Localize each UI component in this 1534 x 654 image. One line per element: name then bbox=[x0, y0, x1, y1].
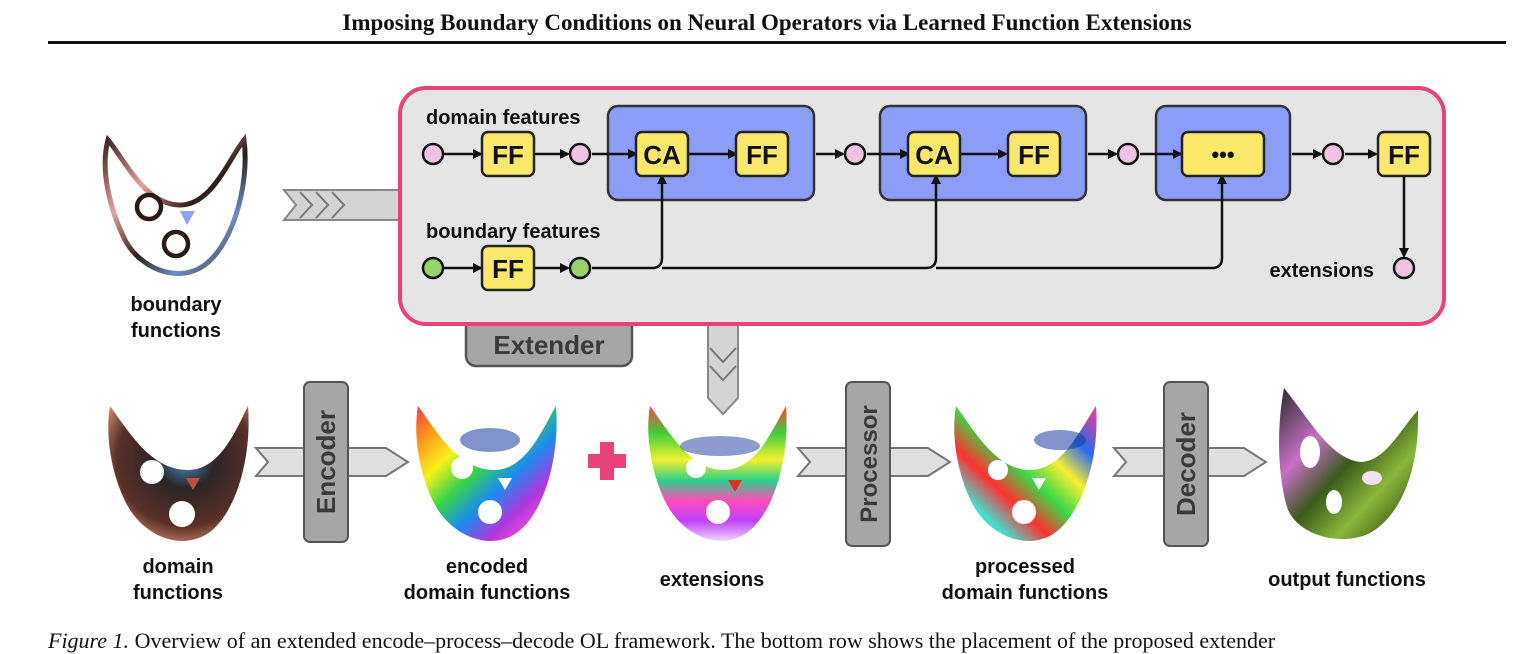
feature-nodes bbox=[421, 142, 1416, 280]
svg-text:FF: FF bbox=[492, 140, 524, 170]
processed-domain-functions-shape bbox=[954, 406, 1097, 541]
output-functions-label: output functions bbox=[1268, 569, 1426, 591]
triple-chevron-arrow bbox=[281, 189, 401, 221]
extensions-output-label: extensions bbox=[659, 569, 765, 591]
domain-node-5 bbox=[1321, 142, 1345, 166]
bottom-row-arrows bbox=[444, 174, 1227, 273]
boundary-features-label: boundary features bbox=[426, 221, 600, 243]
figure-caption: Figure 1. Overview of an extended encode… bbox=[48, 628, 1528, 654]
boundary-node-1 bbox=[421, 256, 445, 280]
output-functions-shape bbox=[1279, 388, 1419, 540]
ff-box-domain: FF bbox=[480, 130, 536, 178]
domain-node-4 bbox=[1116, 142, 1140, 166]
domain-functions-label: domain functions bbox=[133, 556, 223, 604]
ff-box-2: FF bbox=[1006, 130, 1062, 178]
ff-box-boundary: FF bbox=[480, 244, 536, 292]
caption-text: Overview of an extended encode–process–d… bbox=[134, 628, 1276, 653]
domain-node-3 bbox=[843, 142, 867, 166]
processor-box: Processor bbox=[845, 381, 891, 547]
boundary-node-2 bbox=[568, 256, 592, 280]
domain-functions-shape bbox=[108, 406, 249, 541]
ellipsis-box: ••• bbox=[1180, 130, 1266, 178]
down-chevron-arrow bbox=[707, 317, 739, 416]
processed-domain-functions-label: processed domain functions bbox=[941, 556, 1109, 604]
svg-text:Encoder: Encoder bbox=[311, 410, 341, 514]
svg-text:Processor: Processor bbox=[856, 405, 883, 522]
plus-icon bbox=[588, 442, 626, 480]
svg-text:Decoder: Decoder bbox=[1171, 412, 1201, 516]
svg-text:CA: CA bbox=[915, 140, 953, 170]
extender-tab-label: Extender bbox=[493, 330, 604, 360]
decoder-box: Decoder bbox=[1163, 381, 1209, 547]
header-rule bbox=[48, 41, 1506, 44]
extensions-node bbox=[1392, 256, 1416, 280]
boundary-functions-shape bbox=[102, 133, 248, 276]
svg-text:FF: FF bbox=[1018, 140, 1050, 170]
svg-text:FF: FF bbox=[746, 140, 778, 170]
top-row-arrows bbox=[444, 149, 1409, 258]
svg-text:FF: FF bbox=[1388, 140, 1420, 170]
caption-prefix: Figure 1. bbox=[48, 628, 130, 653]
ca-box-2: CA bbox=[906, 130, 962, 178]
boundary-functions-label: boundary functions bbox=[130, 294, 222, 342]
domain-node-2 bbox=[568, 142, 592, 166]
encoder-box: Encoder bbox=[303, 381, 349, 543]
extensions-shape bbox=[648, 406, 787, 541]
svg-text:•••: ••• bbox=[1211, 142, 1234, 167]
svg-text:CA: CA bbox=[643, 140, 681, 170]
svg-text:FF: FF bbox=[492, 254, 524, 284]
domain-node-1 bbox=[421, 142, 445, 166]
extensions-label: extensions bbox=[1270, 260, 1374, 282]
ff-box-1: FF bbox=[734, 130, 790, 178]
encoded-domain-functions-shape bbox=[416, 406, 557, 541]
running-header: Imposing Boundary Conditions on Neural O… bbox=[342, 10, 1192, 35]
encoded-domain-functions-label: encoded domain functions bbox=[403, 556, 571, 604]
ca-box-1: CA bbox=[634, 130, 690, 178]
ff-box-final: FF bbox=[1376, 130, 1432, 178]
domain-features-label: domain features bbox=[426, 107, 580, 129]
